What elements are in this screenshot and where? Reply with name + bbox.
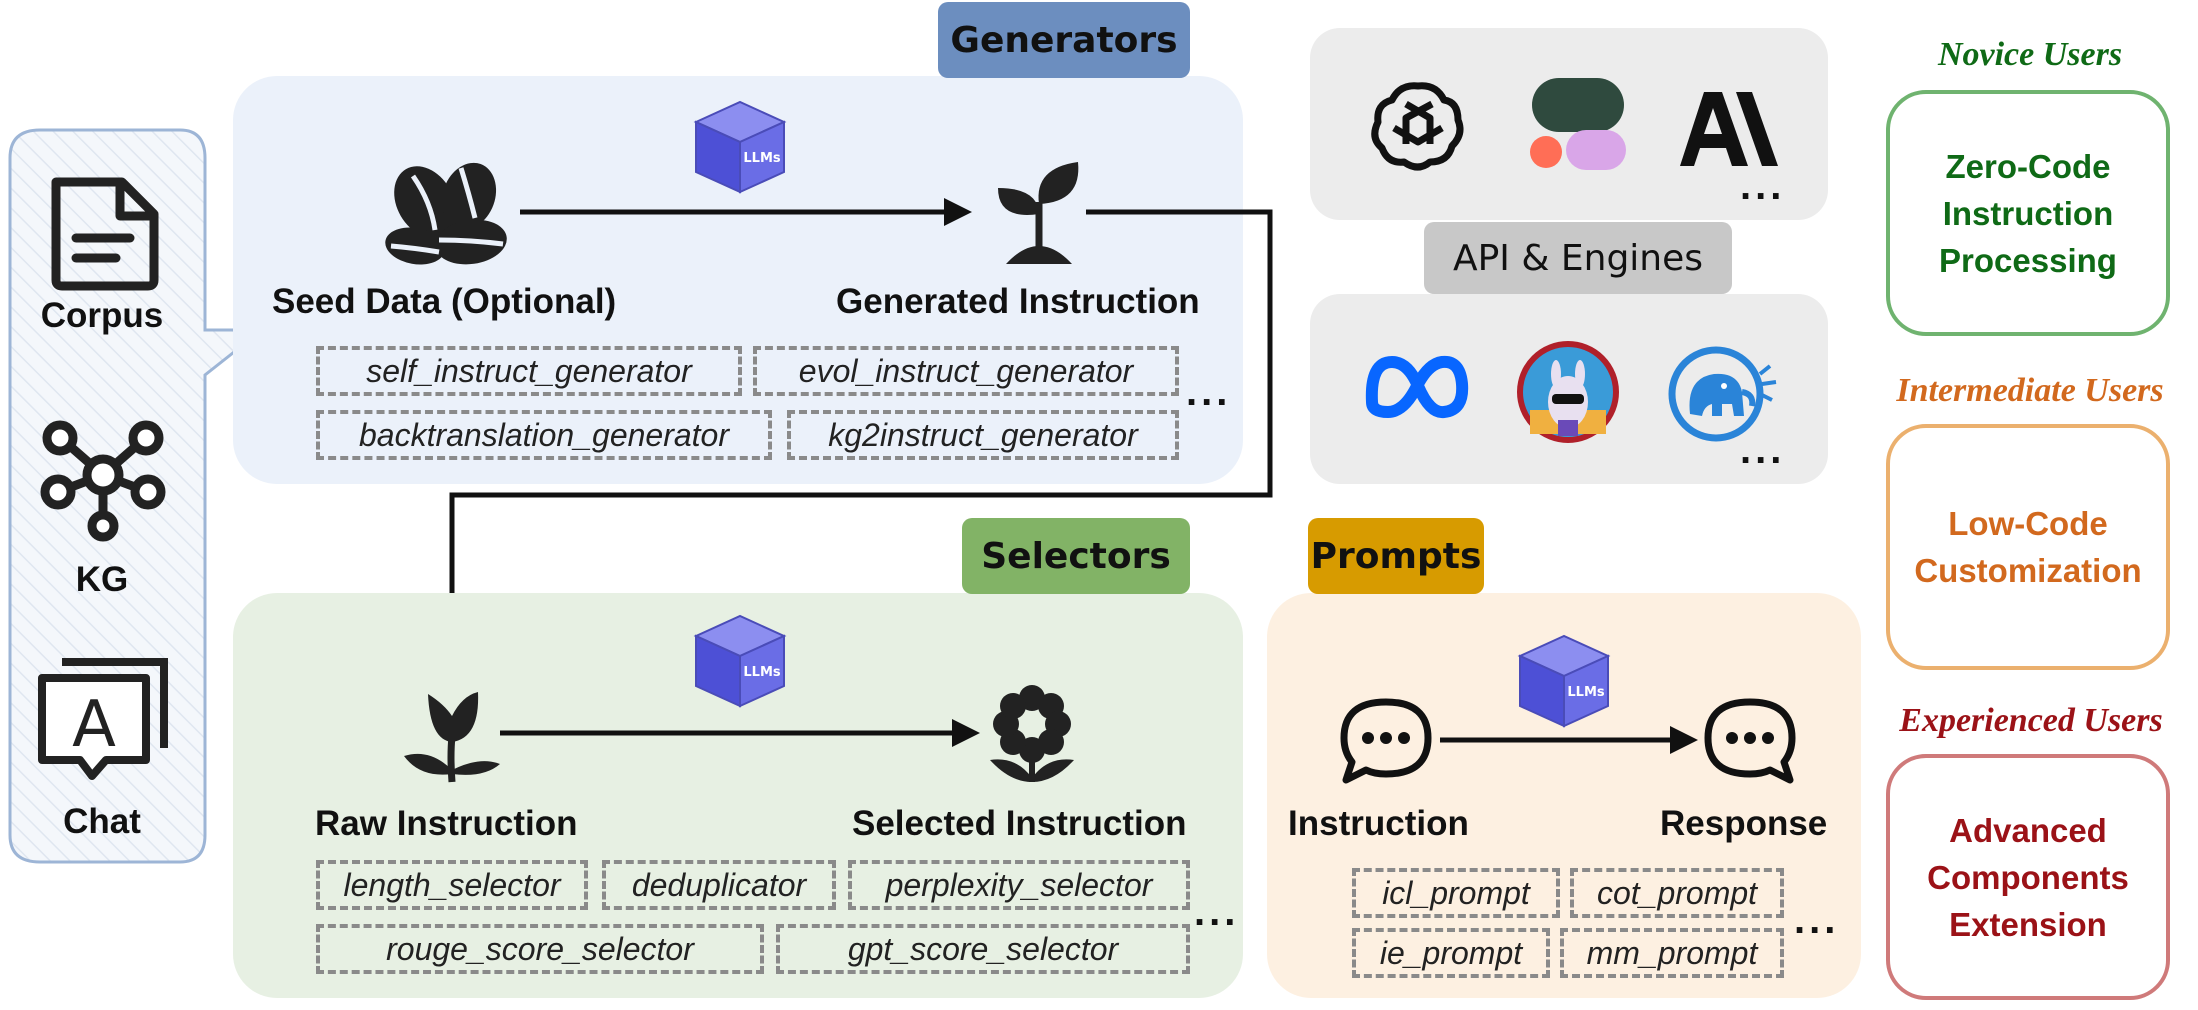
generators-more: ... bbox=[1186, 370, 1232, 414]
selectors-more: ... bbox=[1194, 890, 1240, 934]
novice-users-box: Zero-Code Instruction Processing bbox=[1886, 90, 2170, 336]
generators-tag: Generators bbox=[938, 2, 1190, 78]
response-label: Response bbox=[1660, 804, 1828, 843]
seeds-icon bbox=[385, 162, 507, 265]
knowledge-graph-icon bbox=[40, 420, 166, 542]
flower-icon bbox=[990, 685, 1074, 782]
module-backtranslation-generator[interactable]: backtranslation_generator bbox=[316, 410, 772, 460]
experienced-users-heading: Experienced Users bbox=[1899, 702, 2163, 739]
generated-instruction-label: Generated Instruction bbox=[836, 282, 1200, 321]
novice-line-1: Zero-Code bbox=[1945, 147, 2111, 185]
module-rouge-score-selector[interactable]: rouge_score_selector bbox=[316, 924, 764, 974]
svg-text:LLMs: LLMs bbox=[743, 151, 781, 166]
openai-icon bbox=[1371, 82, 1464, 171]
module-kg2instruct-generator[interactable]: kg2instruct_generator bbox=[787, 410, 1179, 460]
prompts-tag: Prompts bbox=[1308, 518, 1484, 594]
module-evol-instruct-generator[interactable]: evol_instruct_generator bbox=[753, 346, 1179, 396]
experienced-line-3: Extension bbox=[1949, 905, 2107, 943]
instruction-bubble-icon bbox=[1340, 698, 1432, 784]
api-engines-tag: API & Engines bbox=[1424, 222, 1732, 294]
svg-text:A: A bbox=[72, 688, 116, 762]
experienced-users-box: Advanced Components Extension bbox=[1886, 754, 2170, 1000]
module-deduplicator[interactable]: deduplicator bbox=[602, 860, 836, 910]
intermediate-users-heading: Intermediate Users bbox=[1896, 372, 2164, 409]
experienced-line-1: Advanced bbox=[1949, 811, 2107, 849]
cohere-icon bbox=[1530, 78, 1626, 170]
selectors-tag: Selectors bbox=[962, 518, 1190, 594]
raw-instruction-label: Raw Instruction bbox=[315, 804, 578, 843]
chat-icon: A bbox=[38, 658, 168, 780]
selected-instruction-label: Selected Instruction bbox=[852, 804, 1187, 843]
module-gpt-score-selector[interactable]: gpt_score_selector bbox=[776, 924, 1190, 974]
llm-cube-icon: LLMs bbox=[1517, 634, 1611, 728]
module-icl-prompt[interactable]: icl_prompt bbox=[1352, 868, 1560, 918]
module-length-selector[interactable]: length_selector bbox=[316, 860, 588, 910]
svg-text:LLMs: LLMs bbox=[1567, 685, 1605, 700]
novice-line-3: Processing bbox=[1939, 241, 2117, 279]
intermediate-users-box: Low-Code Customization bbox=[1886, 424, 2170, 670]
llm-cube-icon: LLMs bbox=[693, 614, 787, 708]
experienced-line-2: Components bbox=[1927, 858, 2129, 896]
tulip-icon bbox=[404, 692, 500, 783]
api-bottom-more: ... bbox=[1740, 428, 1786, 472]
seed-data-label: Seed Data (Optional) bbox=[272, 282, 617, 321]
module-ie-prompt[interactable]: ie_prompt bbox=[1352, 928, 1550, 978]
module-perplexity-selector[interactable]: perplexity_selector bbox=[848, 860, 1190, 910]
llama-avatar-icon bbox=[1517, 341, 1619, 443]
module-mm-prompt[interactable]: mm_prompt bbox=[1560, 928, 1784, 978]
instruction-label: Instruction bbox=[1288, 804, 1469, 843]
llm-cube-icon: LLMs bbox=[693, 100, 787, 194]
intermediate-line-1: Low-Code bbox=[1948, 505, 2108, 542]
source-label-corpus: Corpus bbox=[40, 296, 164, 335]
sprout-icon bbox=[998, 162, 1079, 264]
document-icon bbox=[51, 177, 159, 291]
novice-line-2: Instruction bbox=[1942, 194, 2114, 232]
module-cot-prompt[interactable]: cot_prompt bbox=[1570, 868, 1784, 918]
prompts-more: ... bbox=[1794, 898, 1840, 942]
source-label-chat: Chat bbox=[63, 802, 141, 841]
meta-icon bbox=[1365, 355, 1469, 419]
api-top-more: ... bbox=[1740, 164, 1786, 208]
response-bubble-icon bbox=[1704, 698, 1796, 784]
elephant-icon bbox=[1668, 346, 1777, 442]
source-label-kg: KG bbox=[75, 560, 129, 599]
svg-text:LLMs: LLMs bbox=[743, 665, 781, 680]
novice-users-heading: Novice Users bbox=[1937, 36, 2123, 73]
module-self-instruct-generator[interactable]: self_instruct_generator bbox=[316, 346, 742, 396]
anthropic-icon bbox=[1680, 92, 1778, 166]
intermediate-line-2: Customization bbox=[1914, 552, 2142, 589]
